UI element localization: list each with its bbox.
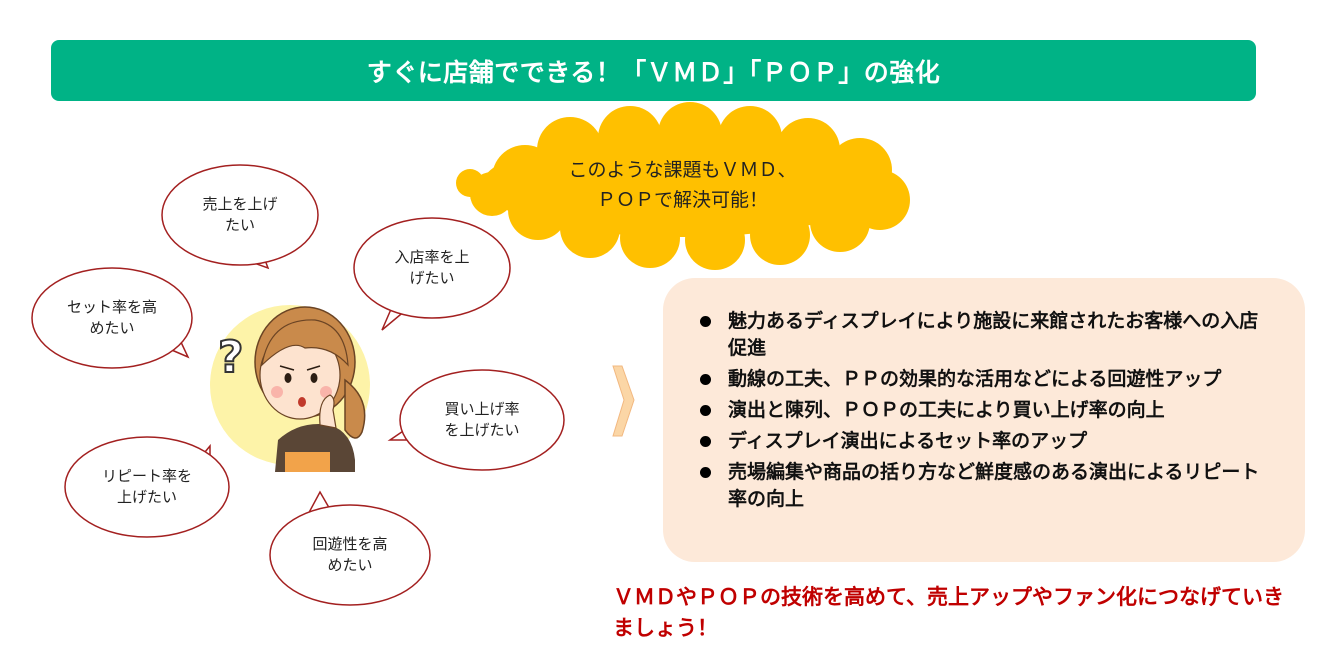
bubble-set (31, 267, 193, 369)
bubble-entry (353, 217, 511, 331)
benefit-item: ディスプレイ演出によるセット率のアップ (700, 428, 1275, 455)
page-title: すぐに店舗でできる！「ＶＭＤ」「ＰＯＰ」の強化 (51, 40, 1256, 101)
benefit-item: 動線の工夫、ＰＰの効果的な活用などによる回遊性アップ (700, 366, 1275, 393)
bubble-circulation (269, 490, 431, 606)
bullet-icon (700, 316, 711, 327)
bubble-sales (161, 164, 319, 270)
question-mark-icon: ? (218, 332, 244, 383)
bubble-buyup-text: 買い上げ率 を上げたい (444, 400, 520, 439)
footer-message: ＶＭＤやＰＯＰの技術を高めて、売上アップやファン化につなげていきましょう！ (613, 585, 1284, 640)
worried-woman-illustration (210, 305, 370, 472)
bullet-icon (700, 467, 711, 478)
cloud-text: このような課題もＶＭＤ、 ＰＯＰで解決可能！ (568, 159, 797, 211)
benefits-panel: 魅力あるディスプレイにより施設に来館されたお客様への入店促進 動線の工夫、ＰＰの… (663, 278, 1305, 562)
benefit-item: 魅力あるディスプレイにより施設に来館されたお客様への入店促進 (700, 308, 1275, 362)
bubble-sales-text: 売上を上げ たい (202, 195, 278, 234)
cloud-shape (456, 102, 910, 270)
arrow-right-icon (612, 365, 635, 437)
bubble-buyup (387, 369, 565, 471)
benefits-list: 魅力あるディスプレイにより施設に来館されたお客様への入店促進 動線の工夫、ＰＰの… (700, 308, 1275, 513)
bubble-circulation-text: 回遊性を高 めたい (312, 535, 388, 574)
benefit-item: 演出と陳列、ＰＯＰの工夫により買い上げ率の向上 (700, 397, 1275, 424)
bubble-repeat (64, 436, 230, 538)
benefit-item: 売場編集や商品の括り方など鮮度感のある演出によるリピート率の向上 (700, 459, 1275, 513)
bubble-entry-text: 入店率を上 げたい (394, 248, 470, 287)
bullet-icon (700, 436, 711, 447)
bubble-repeat-text: リピート率を 上げたい (101, 467, 192, 506)
bubble-set-text: セット率を高 めたい (66, 298, 157, 337)
bullet-icon (700, 405, 711, 416)
bullet-icon (700, 374, 711, 385)
